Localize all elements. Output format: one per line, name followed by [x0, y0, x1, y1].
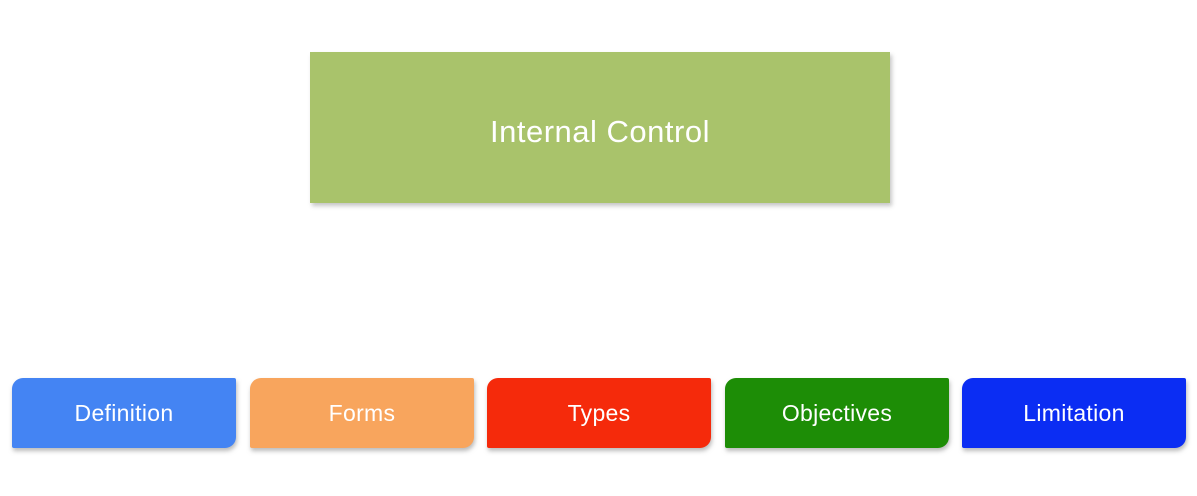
node-forms-label: Forms [328, 399, 396, 426]
node-types: Types [487, 378, 711, 448]
node-limitation-label: Limitation [1023, 399, 1125, 426]
node-forms: Forms [250, 378, 474, 448]
node-definition: Definition [12, 378, 236, 448]
node-internal-control: Internal Control [310, 52, 890, 203]
node-objectives: Objectives [725, 378, 949, 448]
node-definition-label: Definition [74, 399, 174, 426]
node-objectives-label: Objectives [781, 399, 893, 426]
child-node-row: Definition Forms Types Objectives Limita… [0, 378, 1197, 448]
node-types-label: Types [567, 399, 631, 426]
node-limitation: Limitation [962, 378, 1186, 448]
node-internal-control-label: Internal Control [490, 113, 710, 149]
